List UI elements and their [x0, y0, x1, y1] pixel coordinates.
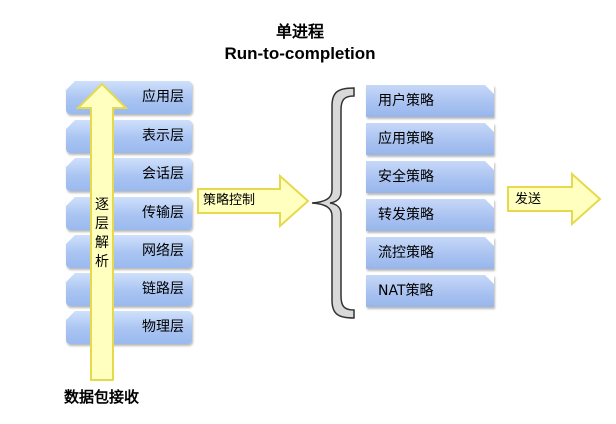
policy-control-arrow — [197, 174, 310, 228]
parse-char: 解 — [95, 235, 109, 251]
policy-box-user: 用户策略 — [366, 85, 494, 117]
parse-char: 层 — [95, 216, 109, 232]
curly-bracket — [311, 87, 355, 319]
policy-label: 流控策略 — [378, 245, 434, 261]
layer-label: 传输层 — [142, 205, 184, 221]
policy-label: 用户策略 — [378, 93, 434, 109]
parse-char: 析 — [95, 254, 109, 270]
receive-label: 数据包接收 — [64, 388, 140, 406]
policy-box-flow-control: 流控策略 — [366, 237, 494, 269]
send-arrow — [507, 172, 602, 226]
policy-label: 安全策略 — [378, 169, 434, 185]
layer-box-transport: 传输层 — [66, 197, 192, 230]
send-arrow-shape — [507, 172, 602, 226]
layer-label: 链路层 — [142, 281, 184, 297]
title-sub: Run-to-completion — [224, 44, 376, 63]
policy-box-application: 应用策略 — [366, 123, 494, 155]
parse-up-arrow-shape — [76, 82, 128, 381]
layer-label: 应用层 — [142, 89, 184, 105]
parse-up-arrow — [76, 82, 128, 381]
policy-label: 转发策略 — [378, 207, 434, 223]
policy-control-label: 策略控制 — [203, 193, 256, 208]
layer-box-link: 链路层 — [66, 273, 192, 306]
policy-control-arrow-shape — [197, 174, 310, 228]
policy-box-security: 安全策略 — [366, 161, 494, 193]
layer-label: 表示层 — [142, 128, 184, 144]
send-label: 发送 — [515, 192, 542, 207]
curly-bracket-shape — [311, 87, 355, 319]
layer-label: 会话层 — [142, 166, 184, 182]
layer-label: 物理层 — [142, 319, 184, 335]
layer-label: 网络层 — [142, 243, 184, 259]
policy-box-forwarding: 转发策略 — [366, 199, 494, 231]
title-main: 单进程 — [275, 22, 324, 41]
layer-box-session: 会话层 — [66, 158, 192, 191]
layer-box-physical: 物理层 — [66, 311, 192, 344]
layer-box-network: 网络层 — [66, 235, 192, 268]
parse-arrow-label: 逐 层 解 析 — [94, 196, 110, 272]
policy-label: NAT策略 — [378, 283, 434, 299]
parse-char: 逐 — [95, 197, 109, 213]
layer-box-presentation: 表示层 — [66, 120, 192, 153]
policy-box-nat: NAT策略 — [366, 275, 494, 307]
policy-label: 应用策略 — [378, 131, 434, 147]
